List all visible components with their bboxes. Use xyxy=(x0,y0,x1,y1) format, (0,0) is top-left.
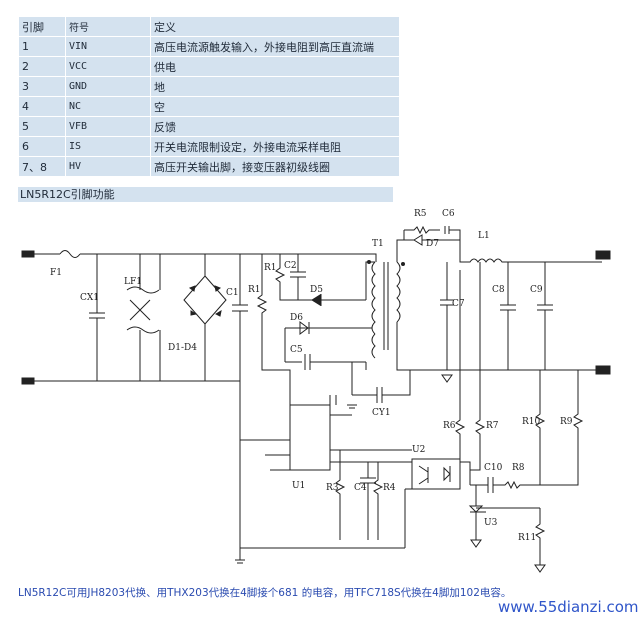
capacitor-c2 xyxy=(290,254,306,300)
capacitor-c10-resistor-r8 xyxy=(470,477,540,493)
label-d7: D7 xyxy=(426,239,439,249)
label-r4: R4 xyxy=(383,483,396,493)
fuse-f1 xyxy=(59,250,81,258)
label-c7: C7 xyxy=(452,299,465,309)
table-header-row: 引脚 符号 定义 xyxy=(18,16,400,37)
label-d5: D5 xyxy=(310,285,323,295)
label-u3: U3 xyxy=(484,518,498,528)
capacitor-c9 xyxy=(537,262,553,370)
label-lf1: LF1 xyxy=(124,277,142,287)
cell-symbol: HV xyxy=(65,156,151,177)
ac-input-terminal-top xyxy=(21,250,35,258)
label-u2: U2 xyxy=(412,445,425,455)
label-c9: C9 xyxy=(530,285,543,295)
label-d6: D6 xyxy=(290,313,303,323)
label-c5: C5 xyxy=(290,345,303,355)
label-f1: F1 xyxy=(50,268,62,278)
site-watermark: www.55dianzi.com xyxy=(498,598,638,616)
capacitor-c8 xyxy=(500,262,516,370)
choke-lf1 xyxy=(126,286,160,294)
label-t1: T1 xyxy=(372,239,384,249)
label-r5: R5 xyxy=(414,209,427,219)
label-c4: C4 xyxy=(354,483,367,493)
dc-output-terminal-positive xyxy=(595,250,611,260)
label-c8: C8 xyxy=(492,285,505,295)
capacitor-c5 xyxy=(285,354,340,370)
dc-output-terminal-negative xyxy=(595,365,611,375)
label-r10: R10 xyxy=(522,417,541,427)
label-l1: L1 xyxy=(478,231,490,241)
resistor-r1 xyxy=(256,254,291,405)
resistor-r7 xyxy=(470,262,486,471)
label-r1-snubber: R1 xyxy=(264,263,277,273)
label-c1: C1 xyxy=(226,288,239,298)
label-r9: R9 xyxy=(560,417,573,427)
table-caption: LN5R12C引脚功能 xyxy=(18,187,393,202)
optocoupler-u2 xyxy=(411,458,461,490)
resistor-r10 xyxy=(535,370,546,485)
capacitor-c1 xyxy=(232,254,248,381)
regulator-u3 xyxy=(468,485,486,540)
schematic-labels: F1 CX1 LF1 D1-D4 C1 R1 R1 C2 D5 D6 C5 T1… xyxy=(50,209,573,543)
resistor-r11 xyxy=(535,508,546,565)
label-r3: R3 xyxy=(326,483,339,493)
label-cy1: CY1 xyxy=(372,408,391,418)
resistor-r4 xyxy=(373,462,384,540)
label-c6: C6 xyxy=(442,209,455,219)
diode-d7 xyxy=(403,230,460,246)
transformer-t1 xyxy=(371,261,376,335)
capacitor-c4 xyxy=(360,462,376,540)
label-d1-d4: D1-D4 xyxy=(168,343,197,353)
resistor-r6 xyxy=(455,270,466,462)
capacitor-cy1 xyxy=(351,362,411,403)
controller-u1 xyxy=(289,404,331,471)
label-r6: R6 xyxy=(443,421,456,431)
label-cx1: CX1 xyxy=(80,293,99,303)
label-r8: R8 xyxy=(512,463,525,473)
capacitor-c7 xyxy=(440,262,454,370)
label-u1: U1 xyxy=(292,481,305,491)
label-r7: R7 xyxy=(486,421,499,431)
substitution-note: LN5R12C可用JH8203代换、用THX203代换在4脚接个681 的电容，… xyxy=(18,587,512,599)
resistor-r3 xyxy=(335,450,346,540)
resistor-r5-capacitor-c6 xyxy=(404,225,461,240)
label-r1-input: R1 xyxy=(248,285,261,295)
cell-pin: 7、8 xyxy=(18,156,66,177)
resistor-r9 xyxy=(530,370,584,486)
inductor-l1 xyxy=(459,240,602,263)
ac-input-terminal-bottom xyxy=(21,377,35,385)
cell-definition: 高压开关输出脚，接变压器初级线圈 xyxy=(150,156,400,177)
bridge-rectifier xyxy=(183,275,227,325)
capacitor-cx1 xyxy=(89,254,105,381)
label-c10: C10 xyxy=(484,463,503,473)
label-r11: R11 xyxy=(518,533,536,543)
label-c2: C2 xyxy=(284,261,297,271)
diode-d6 xyxy=(285,321,340,335)
